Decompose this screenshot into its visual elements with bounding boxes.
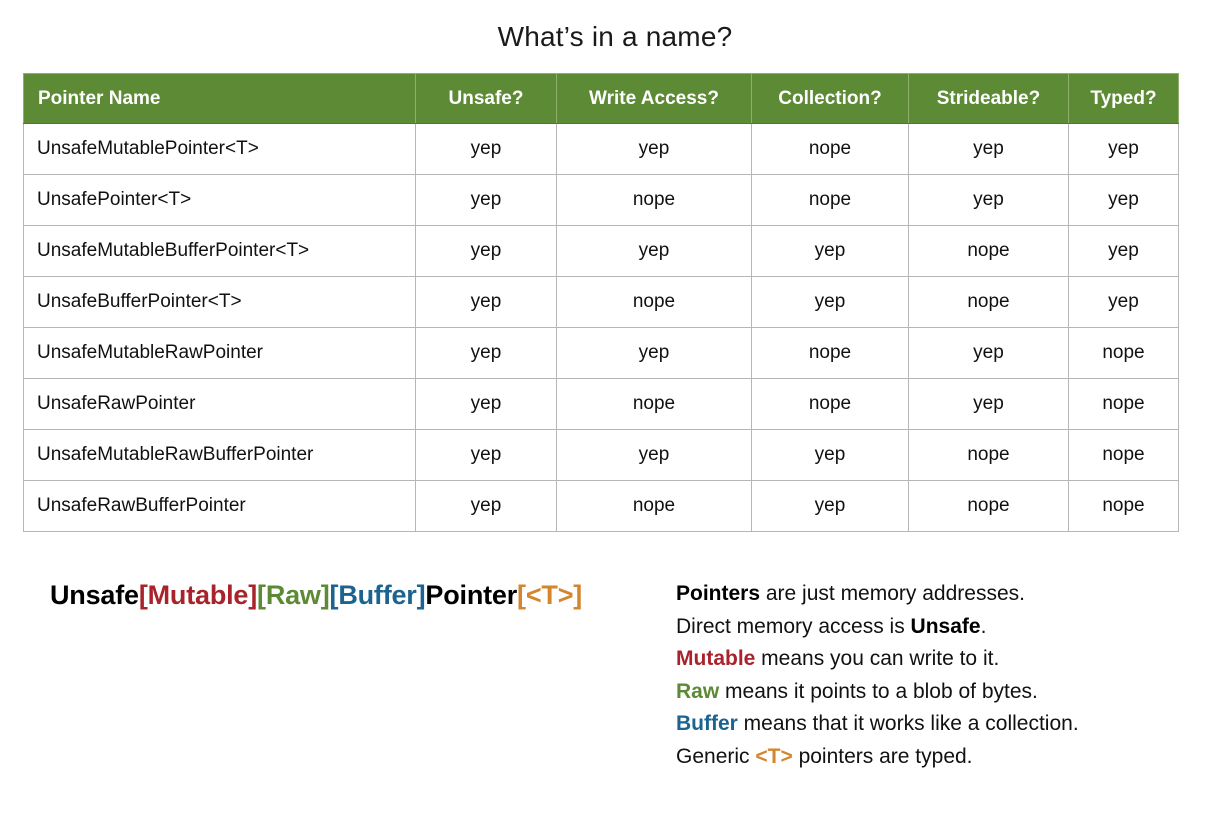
cell-strideable: nope bbox=[908, 276, 1069, 328]
cell-unsafe: yep bbox=[415, 327, 557, 379]
cell-strideable: yep bbox=[908, 327, 1069, 379]
legend-prefix-unsafe: Direct memory access is bbox=[676, 614, 911, 638]
cell-pointer-name: UnsafeMutableRawBufferPointer bbox=[23, 429, 416, 481]
cell-pointer-name: UnsafeMutablePointer<T> bbox=[23, 123, 416, 175]
cell-collection: yep bbox=[751, 429, 909, 481]
cell-pointer-name: UnsafePointer<T> bbox=[23, 174, 416, 226]
cell-strideable: yep bbox=[908, 174, 1069, 226]
column-header-typed: Typed? bbox=[1068, 73, 1179, 124]
table-header: Pointer Name Unsafe? Write Access? Colle… bbox=[23, 73, 1179, 124]
legend-item-unsafe: Direct memory access is Unsafe. bbox=[676, 611, 1079, 644]
table-row: UnsafeRawBufferPointer yep nope yep nope… bbox=[23, 480, 1179, 532]
cell-unsafe: yep bbox=[415, 429, 557, 481]
cell-collection: nope bbox=[751, 327, 909, 379]
legend-keyword-buffer: Buffer bbox=[676, 712, 738, 735]
cell-collection: yep bbox=[751, 276, 909, 328]
formula-token-mutable: [Mutable] bbox=[138, 580, 258, 610]
cell-unsafe: yep bbox=[415, 480, 557, 532]
cell-write-access: yep bbox=[556, 327, 752, 379]
formula-token-pointer: Pointer bbox=[425, 580, 518, 610]
formula-token-unsafe: Unsafe bbox=[50, 580, 139, 610]
cell-pointer-name: UnsafeMutableBufferPointer<T> bbox=[23, 225, 416, 277]
column-header-unsafe: Unsafe? bbox=[415, 73, 557, 124]
cell-typed: nope bbox=[1068, 378, 1179, 430]
table-body: UnsafeMutablePointer<T> yep yep nope yep… bbox=[23, 123, 1179, 532]
formula-token-buffer: [Buffer] bbox=[329, 580, 426, 610]
legend-keyword-unsafe: Unsafe bbox=[910, 614, 981, 638]
legend-keyword-mutable: Mutable bbox=[676, 647, 756, 670]
cell-collection: yep bbox=[751, 225, 909, 277]
formula-token-raw: [Raw] bbox=[257, 580, 330, 610]
cell-typed: yep bbox=[1068, 225, 1179, 277]
cell-write-access: nope bbox=[556, 480, 752, 532]
legend-item-buffer: Buffer means that it works like a collec… bbox=[676, 708, 1079, 741]
legend-text-raw: means it points to a blob of bytes. bbox=[719, 679, 1038, 703]
table-row: UnsafeRawPointer yep nope nope yep nope bbox=[23, 378, 1179, 430]
cell-collection: yep bbox=[751, 480, 909, 532]
cell-strideable: nope bbox=[908, 480, 1069, 532]
cell-pointer-name: UnsafeRawBufferPointer bbox=[23, 480, 416, 532]
cell-typed: nope bbox=[1068, 429, 1179, 481]
legend-text-buffer: means that it works like a collection. bbox=[737, 712, 1079, 735]
cell-typed: nope bbox=[1068, 327, 1179, 379]
cell-write-access: nope bbox=[556, 276, 752, 328]
cell-typed: yep bbox=[1068, 174, 1179, 226]
column-header-collection: Collection? bbox=[751, 73, 909, 124]
legend-text-generic: pointers are typed. bbox=[792, 744, 973, 768]
legend-prefix-generic: Generic bbox=[676, 744, 756, 768]
formula-token-generic: [<T>] bbox=[517, 580, 583, 610]
legend-text-mutable: means you can write to it. bbox=[755, 647, 1000, 670]
table-row: UnsafeBufferPointer<T> yep nope yep nope… bbox=[23, 276, 1179, 328]
table-header-row: Pointer Name Unsafe? Write Access? Colle… bbox=[23, 73, 1179, 124]
cell-pointer-name: UnsafeRawPointer bbox=[23, 378, 416, 430]
table-row: UnsafeMutablePointer<T> yep yep nope yep… bbox=[23, 123, 1179, 175]
legend-keyword-generic: <T> bbox=[755, 744, 793, 768]
table-row: UnsafePointer<T> yep nope nope yep yep bbox=[23, 174, 1179, 226]
page-title: What’s in a name? bbox=[497, 21, 733, 52]
table-row: UnsafeMutableBufferPointer<T> yep yep ye… bbox=[23, 225, 1179, 277]
pointer-comparison-table: Pointer Name Unsafe? Write Access? Colle… bbox=[23, 73, 1179, 532]
cell-write-access: nope bbox=[556, 174, 752, 226]
legend-list: Pointers are just memory addresses. Dire… bbox=[676, 578, 1079, 773]
table-row: UnsafeMutableRawBufferPointer yep yep ye… bbox=[23, 429, 1179, 481]
legend-text-pointers: are just memory addresses. bbox=[760, 582, 1025, 605]
cell-unsafe: yep bbox=[415, 174, 557, 226]
legend-item-pointers: Pointers are just memory addresses. bbox=[676, 578, 1079, 611]
column-header-pointer-name: Pointer Name bbox=[23, 73, 416, 124]
cell-write-access: yep bbox=[556, 123, 752, 175]
cell-write-access: yep bbox=[556, 225, 752, 277]
cell-unsafe: yep bbox=[415, 276, 557, 328]
column-header-strideable: Strideable? bbox=[908, 73, 1069, 124]
legend-text-unsafe: . bbox=[980, 614, 987, 638]
cell-pointer-name: UnsafeMutableRawPointer bbox=[23, 327, 416, 379]
cell-unsafe: yep bbox=[415, 225, 557, 277]
cell-collection: nope bbox=[751, 174, 909, 226]
column-header-write-access: Write Access? bbox=[556, 73, 752, 124]
legend-item-raw: Raw means it points to a blob of bytes. bbox=[676, 676, 1079, 709]
cell-pointer-name: UnsafeBufferPointer<T> bbox=[23, 276, 416, 328]
legend-keyword-raw: Raw bbox=[676, 679, 720, 703]
cell-collection: nope bbox=[751, 378, 909, 430]
cell-collection: nope bbox=[751, 123, 909, 175]
cell-typed: yep bbox=[1068, 123, 1179, 175]
naming-formula: Unsafe[Mutable][Raw][Buffer]Pointer[<T>] bbox=[50, 578, 582, 612]
cell-unsafe: yep bbox=[415, 123, 557, 175]
table-row: UnsafeMutableRawPointer yep yep nope yep… bbox=[23, 327, 1179, 379]
cell-typed: yep bbox=[1068, 276, 1179, 328]
cell-strideable: nope bbox=[908, 225, 1069, 277]
legend-keyword-pointers: Pointers bbox=[676, 582, 761, 605]
cell-write-access: nope bbox=[556, 378, 752, 430]
legend-item-generic: Generic <T> pointers are typed. bbox=[676, 741, 1079, 774]
cell-unsafe: yep bbox=[415, 378, 557, 430]
legend-item-mutable: Mutable means you can write to it. bbox=[676, 643, 1079, 676]
cell-strideable: yep bbox=[908, 378, 1069, 430]
cell-write-access: yep bbox=[556, 429, 752, 481]
cell-strideable: nope bbox=[908, 429, 1069, 481]
comparison-table-container: Pointer Name Unsafe? Write Access? Colle… bbox=[23, 73, 1179, 532]
cell-typed: nope bbox=[1068, 480, 1179, 532]
cell-strideable: yep bbox=[908, 123, 1069, 175]
